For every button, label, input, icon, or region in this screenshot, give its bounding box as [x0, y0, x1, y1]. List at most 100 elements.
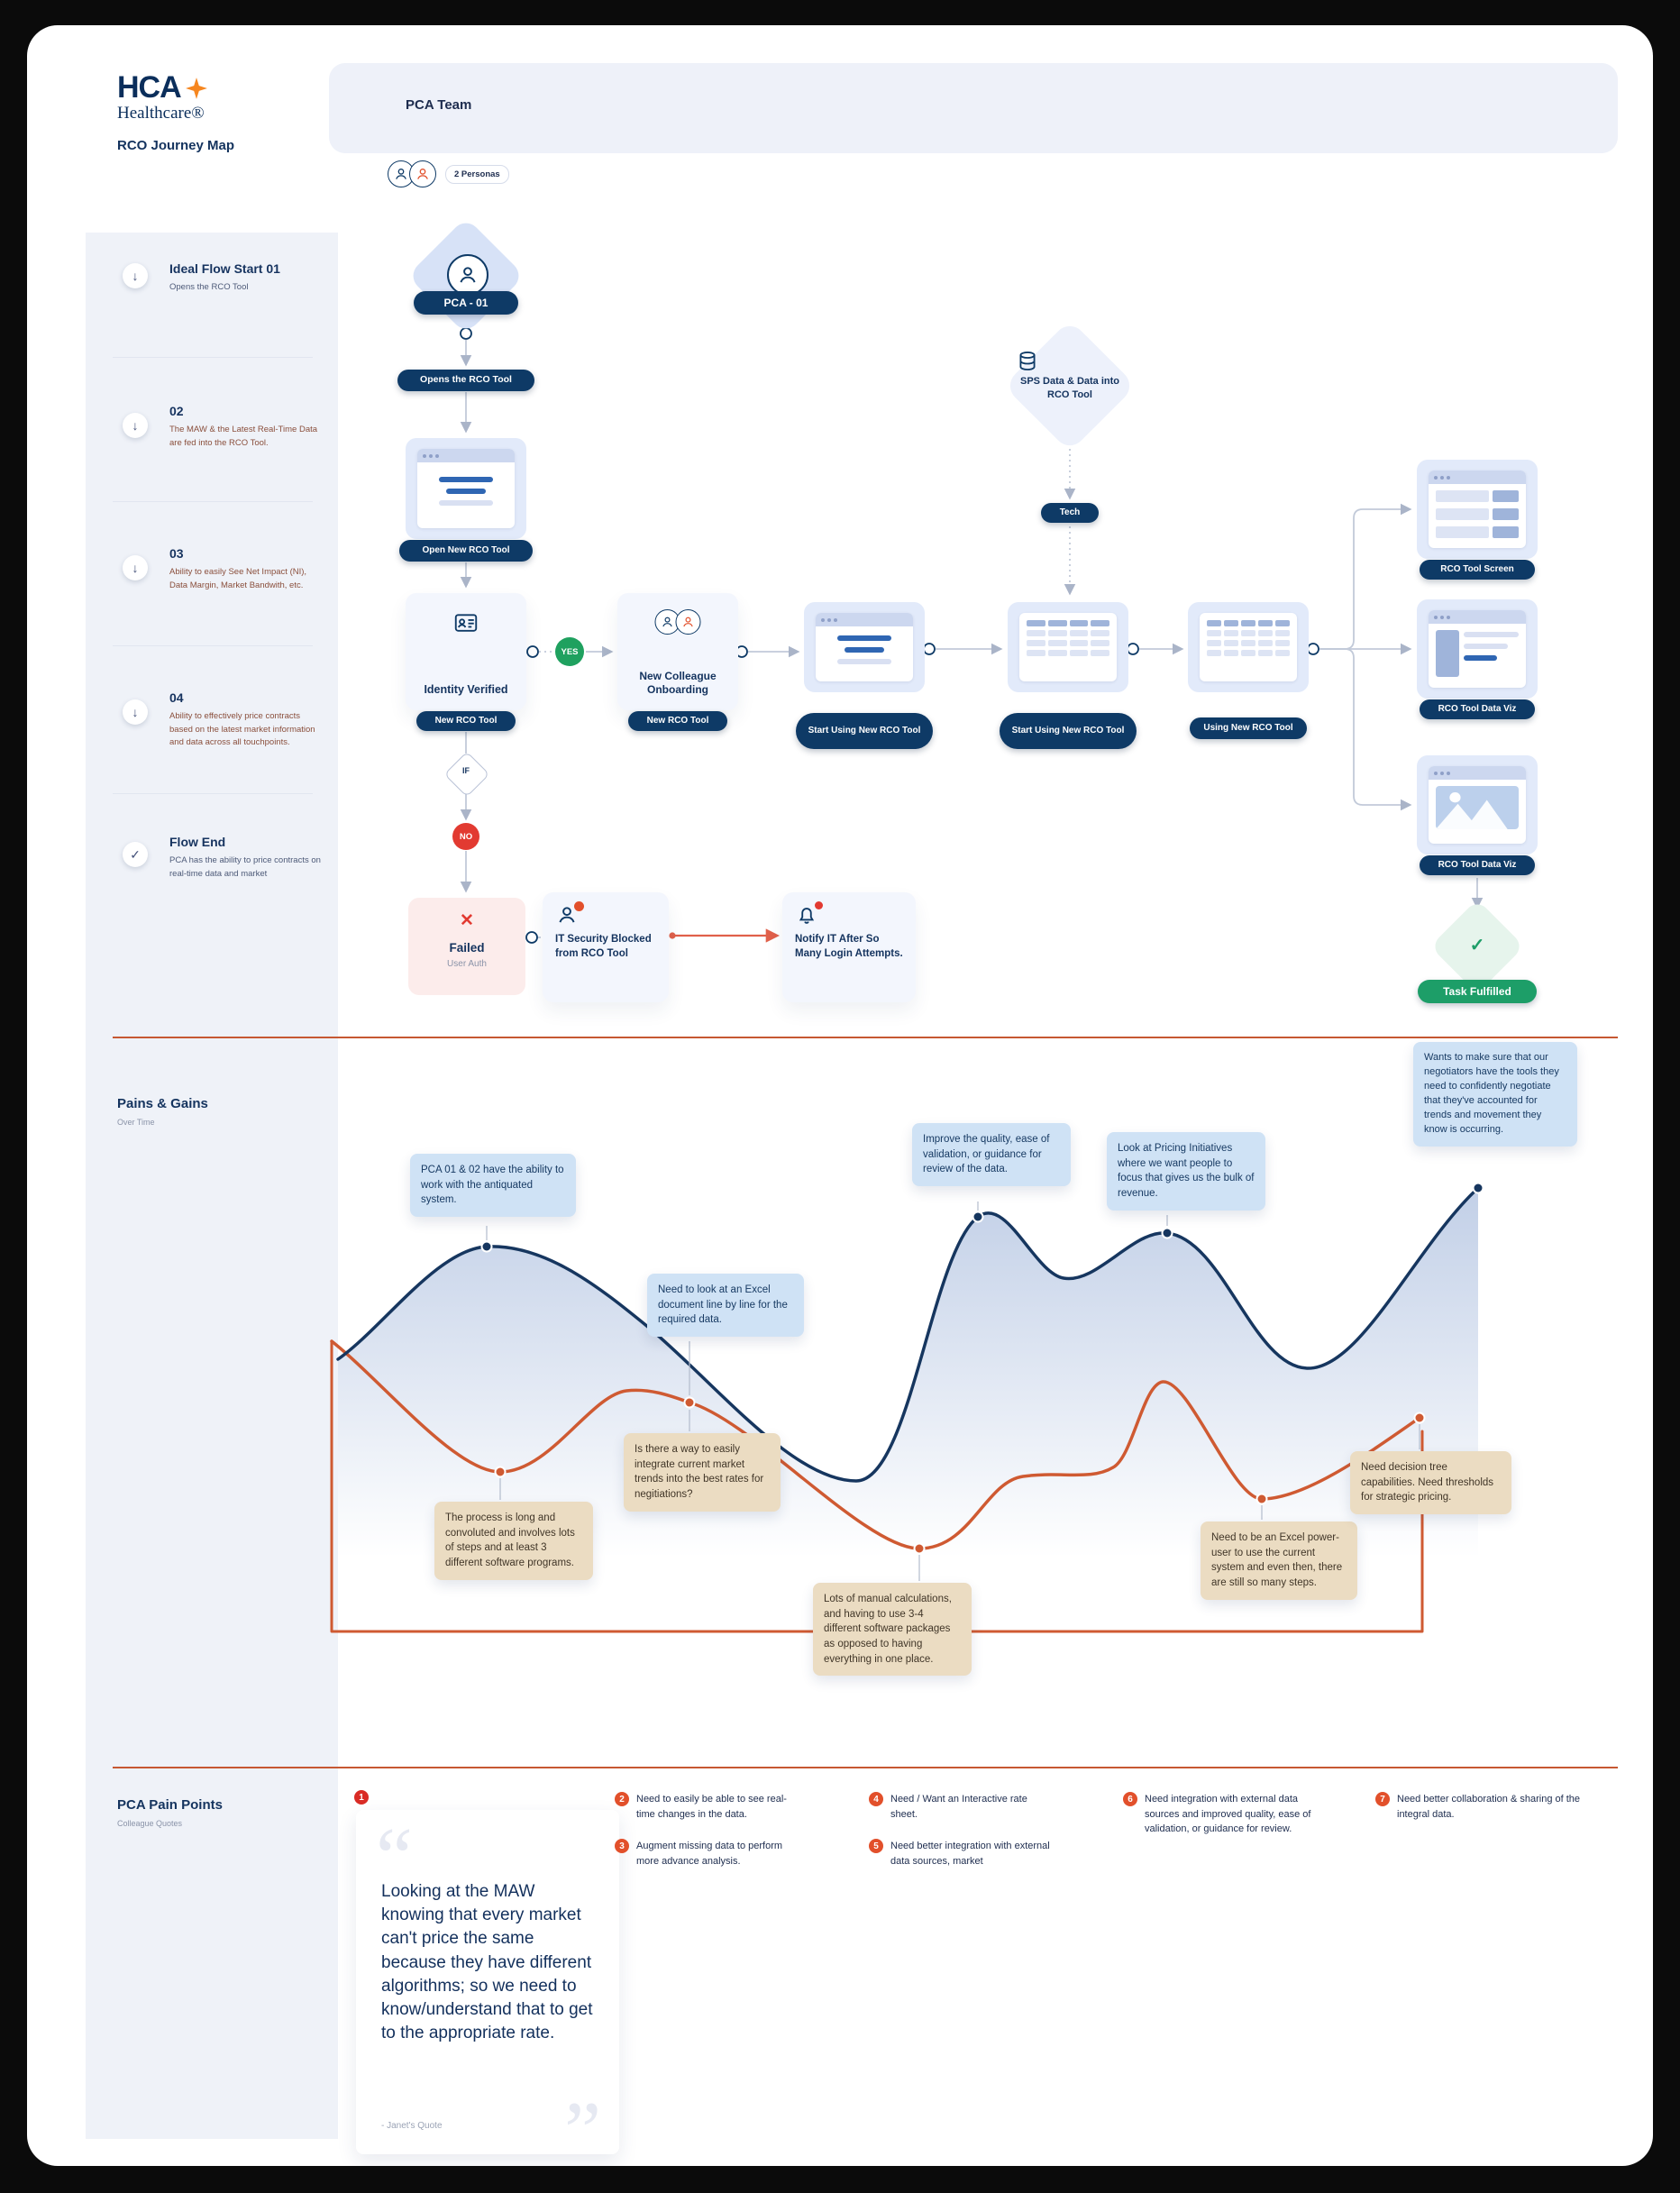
pain-point-number-badge: 3 — [615, 1839, 629, 1853]
rco-tool-data-viz-pill[interactable]: RCO Tool Data Viz — [1420, 855, 1535, 875]
gains-area-fill — [338, 1188, 1478, 1558]
bell-icon — [795, 901, 823, 927]
start-using-card-1[interactable] — [804, 602, 925, 692]
check-icon: ✓ — [123, 842, 148, 867]
sidebar-step-title[interactable]: 03 — [169, 546, 184, 561]
failed-user-auth-card[interactable]: ✕ Failed User Auth — [408, 898, 525, 995]
sidebar-step-desc: PCA has the ability to price contracts o… — [169, 855, 321, 879]
it-security-label: IT Security Blocked from RCO Tool — [555, 934, 652, 960]
journey-map-page: HCA Healthcare® RCO Journey Map PCA Team… — [27, 25, 1653, 2166]
gains-dots — [480, 1182, 1484, 1253]
pain-point-number-badge: 5 — [869, 1839, 883, 1853]
sps-data-label: SPS Data & Data into RCO Tool — [1019, 376, 1120, 400]
sidebar-step-title[interactable]: 02 — [169, 404, 184, 418]
persona-start-pill[interactable]: PCA - 01 — [414, 291, 518, 315]
section-divider — [113, 1037, 1618, 1038]
sidebar-separator — [113, 645, 313, 646]
persona-avatar-icon — [447, 254, 488, 296]
pain-point-item: Need / Want an Interactive rate sheet. — [890, 1794, 1027, 1820]
no-marker: NO — [452, 823, 479, 850]
brand-hca-text: HCA — [117, 70, 182, 105]
tech-pill[interactable]: Tech — [1041, 503, 1099, 523]
notify-it-card[interactable]: Notify IT After So Many Login Attempts. — [782, 892, 916, 1002]
failed-subtitle: User Auth — [447, 959, 487, 969]
it-security-blocked-card[interactable]: IT Security Blocked from RCO Tool — [543, 892, 669, 1002]
pain-point-item: Need to easily be able to see real-time … — [636, 1794, 787, 1820]
sidebar-separator — [113, 357, 313, 358]
pain-point-item: Need integration with external data sour… — [1145, 1794, 1311, 1834]
sidebar-step-desc: The MAW & the Latest Real-Time Data are … — [169, 425, 318, 448]
colleague-quote-card: “ Looking at the MAW knowing that every … — [356, 1810, 619, 2166]
pain-callout: Need to be an Excel power-user to use th… — [1201, 1521, 1357, 1600]
using-new-rco-tool-card[interactable] — [1188, 602, 1309, 692]
id-card-icon — [451, 609, 481, 636]
brand-logo: HCA Healthcare® RCO Journey Map — [117, 70, 234, 153]
gain-callout: Look at Pricing Initiatives where we wan… — [1107, 1132, 1265, 1211]
database-icon — [1016, 350, 1124, 373]
table-mockup — [1019, 613, 1117, 681]
using-new-rco-tool-pill[interactable]: Using New RCO Tool — [1190, 717, 1307, 739]
colleagues-avatars-icon — [654, 609, 701, 635]
start-using-pill[interactable]: Start Using New RCO Tool — [796, 713, 933, 749]
if-label: IF — [462, 766, 470, 775]
hca-star-icon — [185, 77, 208, 100]
pain-callout: Is there a way to easily integrate curre… — [624, 1433, 781, 1512]
gain-callout: Need to look at an Excel document line b… — [647, 1274, 804, 1338]
pain-point-item: Augment missing data to perform more adv… — [636, 1841, 783, 1867]
rco-tool-data-viz-card-2[interactable] — [1417, 755, 1538, 854]
pains-gains-title: Pains & Gains — [117, 1096, 208, 1111]
pain-point-number-badge: 4 — [869, 1792, 883, 1806]
pain-callout: Lots of manual calculations, and having … — [813, 1583, 972, 1677]
new-colleague-onboarding-card[interactable]: New Colleague Onboarding — [617, 593, 738, 710]
spreadsheet-mockup — [1200, 613, 1297, 681]
onboarding-label: New Colleague Onboarding — [639, 669, 717, 697]
pain-points-title: PCA Pain Points — [117, 1797, 223, 1813]
rco-tool-screen-card[interactable] — [1417, 460, 1538, 559]
browser-mockup — [417, 449, 515, 528]
mountain-image-icon — [1436, 786, 1519, 829]
personas-row: 2 Personas — [388, 160, 509, 187]
page-title: RCO Journey Map — [117, 138, 235, 153]
brand-healthcare-text: Healthcare® — [117, 104, 205, 123]
task-check-icon: ✓ — [1469, 936, 1485, 955]
quote-close-icon: ” — [564, 2085, 601, 2166]
gain-callout: PCA 01 & 02 have the ability to work wit… — [410, 1154, 576, 1218]
start-using-card-2[interactable] — [1008, 602, 1128, 692]
quote-text: Looking at the MAW knowing that every ma… — [381, 1882, 593, 2043]
open-rco-tool-card[interactable] — [406, 438, 526, 539]
pain-point-item: Need better integration with external da… — [890, 1841, 1050, 1867]
screen-mockup — [1429, 471, 1526, 548]
start-using-pill[interactable]: Start Using New RCO Tool — [1000, 713, 1137, 749]
task-fulfilled-pill[interactable]: Task Fulfilled — [1418, 980, 1537, 1003]
rco-tool-data-viz-card-1[interactable] — [1417, 599, 1538, 699]
rco-tool-screen-pill[interactable]: RCO Tool Screen — [1420, 560, 1535, 580]
sidebar-step-title[interactable]: 04 — [169, 690, 184, 705]
new-rco-tool-pill[interactable]: New RCO Tool — [416, 711, 516, 731]
sidebar-step-title[interactable]: Flow End — [169, 835, 226, 849]
pains-dots — [494, 1396, 1426, 1555]
new-rco-tool-pill[interactable]: New RCO Tool — [628, 711, 727, 731]
opens-rco-tool-pill[interactable]: Opens the RCO Tool — [397, 370, 534, 391]
rco-tool-data-viz-pill[interactable]: RCO Tool Data Viz — [1420, 699, 1535, 719]
yes-marker: YES — [555, 637, 584, 666]
gain-callout: Wants to make sure that our negotiators … — [1413, 1042, 1577, 1147]
pains-line — [330, 1339, 1421, 1550]
personas-count-badge: 2 Personas — [445, 164, 509, 184]
arrow-down-icon: ↓ — [123, 413, 148, 438]
open-new-rco-tool-pill[interactable]: Open New RCO Tool — [399, 540, 533, 562]
team-title: PCA Team — [406, 97, 472, 113]
pain-point-number-badge: 2 — [615, 1792, 629, 1806]
section-divider — [113, 1767, 1618, 1768]
persona-avatar-icon — [388, 160, 415, 187]
pain-point-item: Need better collaboration & sharing of t… — [1397, 1794, 1581, 1820]
sidebar-step-title[interactable]: Ideal Flow Start 01 — [169, 261, 280, 276]
browser-mockup — [816, 613, 913, 681]
sidebar-background — [86, 233, 338, 2139]
identity-verified-card[interactable]: Identity Verified — [406, 593, 526, 710]
pain-callout: The process is long and convoluted and i… — [434, 1502, 593, 1580]
it-security-person-icon — [555, 901, 584, 927]
arrow-down-icon: ↓ — [123, 263, 148, 288]
dashboard-mockup — [1429, 610, 1526, 688]
sidebar-step-desc: Ability to effectively price contracts b… — [169, 711, 315, 748]
